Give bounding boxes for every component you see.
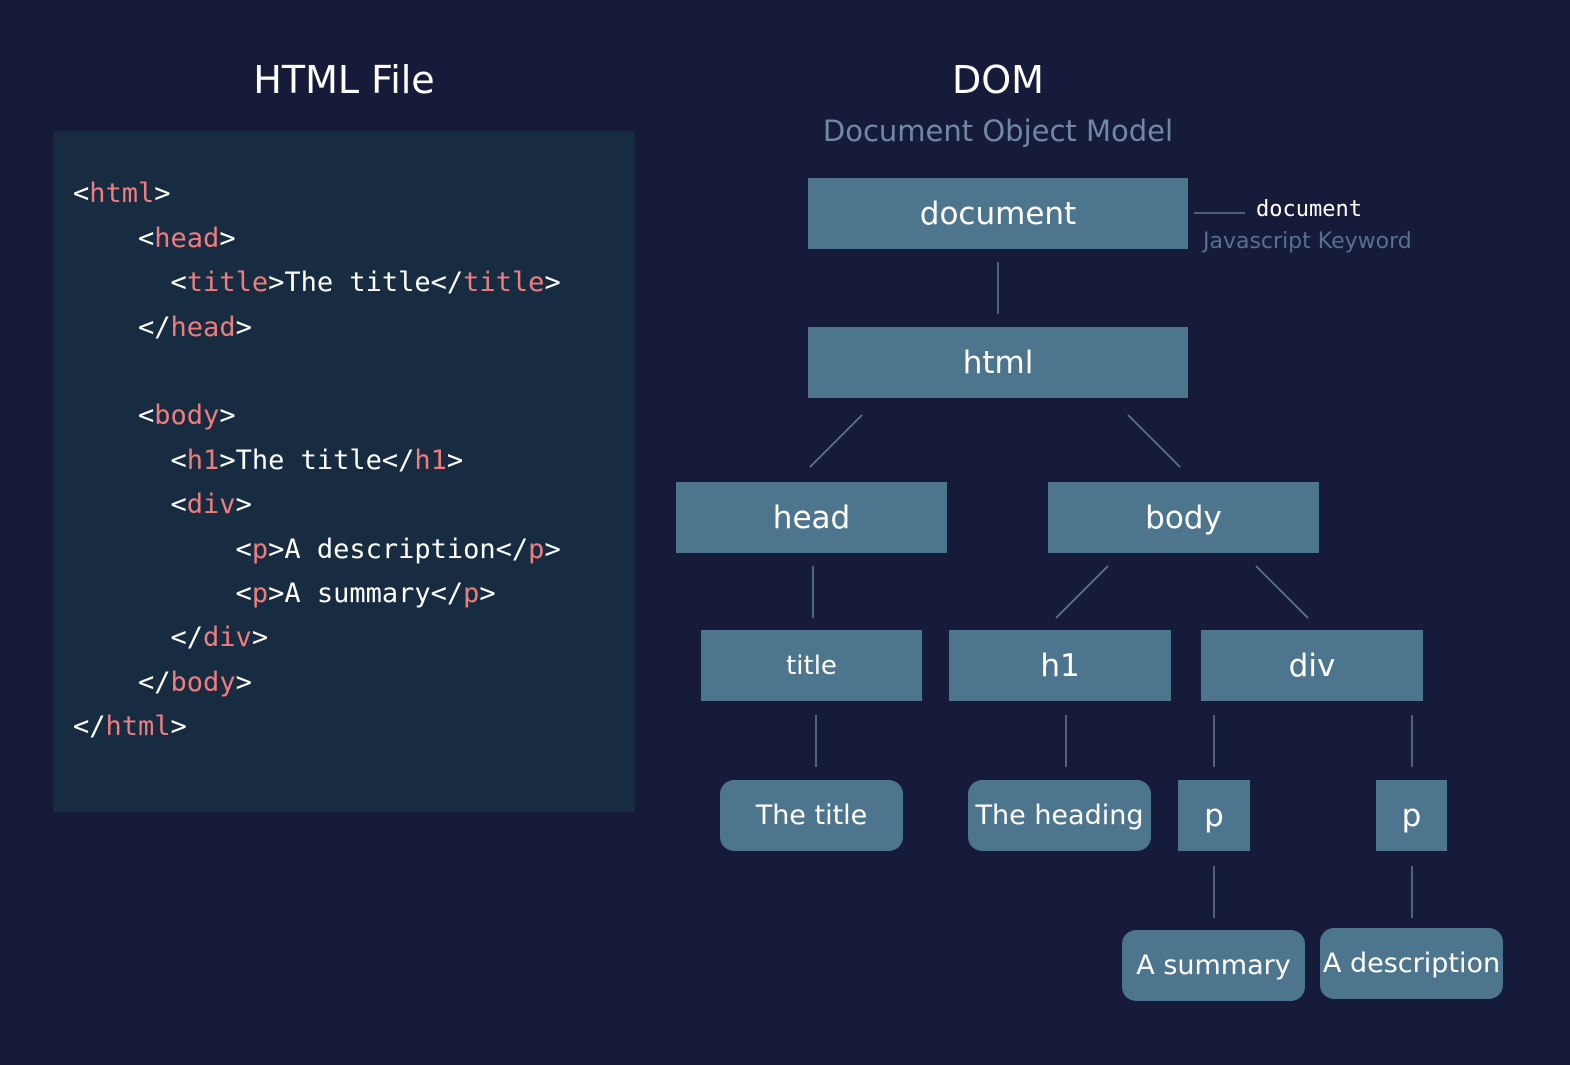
code-text: </: [73, 622, 204, 653]
code-text: >: [235, 312, 252, 343]
code-tag-name: head: [170, 312, 236, 343]
code-line: <title>The title</title>: [73, 266, 561, 300]
code-line: <head>: [73, 222, 236, 256]
dom-subtitle: Document Object Model: [822, 114, 1174, 148]
text-node-the-heading: The heading: [968, 780, 1151, 851]
code-tag-name: p: [251, 534, 269, 565]
code-text: <: [73, 445, 187, 476]
node-p-description: p: [1376, 780, 1447, 851]
keyword-label: Javascript Keyword: [1203, 229, 1412, 254]
code-text: >The title</: [219, 445, 415, 476]
code-line: </div>: [73, 621, 269, 655]
node-p-summary: p: [1178, 780, 1250, 851]
code-tag-name: html: [89, 178, 155, 209]
code-text: >A description</: [268, 534, 529, 565]
node-div: div: [1201, 630, 1423, 701]
keyword-code: document: [1256, 197, 1362, 222]
code-text: >: [251, 622, 269, 653]
code-text: <: [73, 178, 90, 209]
node-title: title: [701, 630, 922, 701]
code-text: >: [170, 711, 187, 742]
code-tag-name: p: [463, 578, 480, 609]
node-h1: h1: [949, 630, 1171, 701]
code-text: <: [73, 223, 155, 254]
html-file-title: HTML File: [253, 58, 435, 102]
connector-body-div: [1255, 565, 1309, 619]
code-tag-name: div: [203, 622, 252, 653]
code-tag-name: title: [186, 267, 269, 298]
code-line: <h1>The title</h1>: [73, 444, 464, 478]
connector-html-body: [1127, 414, 1181, 468]
code-tag-name: html: [105, 711, 171, 742]
code-tag-name: p: [528, 534, 545, 565]
code-tag-name: div: [186, 489, 236, 520]
node-head: head: [676, 482, 947, 553]
code-text: >: [235, 489, 252, 520]
code-text: >: [219, 400, 236, 431]
code-line: <body>: [73, 399, 236, 433]
code-text: >: [479, 578, 496, 609]
text-node-a-summary: A summary: [1122, 930, 1305, 1001]
code-tag-name: h1: [414, 445, 447, 476]
connector-body-h1: [1055, 565, 1109, 619]
code-line: <p>A description</p>: [73, 533, 561, 567]
code-line: <p>A summary</p>: [73, 577, 496, 611]
text-node-a-description: A description: [1320, 928, 1503, 999]
code-text: <: [73, 267, 187, 298]
code-text: >: [544, 534, 561, 565]
node-html: html: [808, 327, 1188, 398]
node-document: document: [808, 178, 1188, 249]
code-tag-name: h1: [186, 445, 220, 476]
code-text: >: [154, 178, 171, 209]
code-tag-name: head: [154, 223, 220, 254]
dom-title: DOM: [952, 58, 1044, 102]
code-tag-name: body: [170, 667, 236, 698]
code-text: >The title</: [268, 267, 464, 298]
code-tag-name: title: [463, 267, 545, 298]
code-text: >A summary</: [268, 578, 464, 609]
code-text: >: [219, 223, 236, 254]
code-line: </html>: [73, 710, 187, 744]
code-tag-name: body: [154, 400, 220, 431]
code-text: <: [73, 489, 187, 520]
code-tag-name: p: [251, 578, 269, 609]
code-line: <div>: [73, 488, 252, 522]
code-text: >: [544, 267, 561, 298]
code-text: <: [73, 578, 252, 609]
code-text: </: [73, 312, 171, 343]
code-line: </head>: [73, 311, 252, 345]
connector-html-head: [809, 414, 863, 468]
code-text: >: [446, 445, 464, 476]
code-text: <: [73, 534, 252, 565]
code-line: </body>: [73, 666, 252, 700]
code-text: <: [73, 400, 155, 431]
node-body: body: [1048, 482, 1319, 553]
code-line: <html>: [73, 177, 171, 211]
text-node-the-title: The title: [720, 780, 903, 851]
code-text: </: [73, 667, 171, 698]
code-text: >: [235, 667, 252, 698]
code-panel: <html> <head> <title>The title</title> <…: [53, 131, 635, 812]
code-text: </: [73, 711, 106, 742]
